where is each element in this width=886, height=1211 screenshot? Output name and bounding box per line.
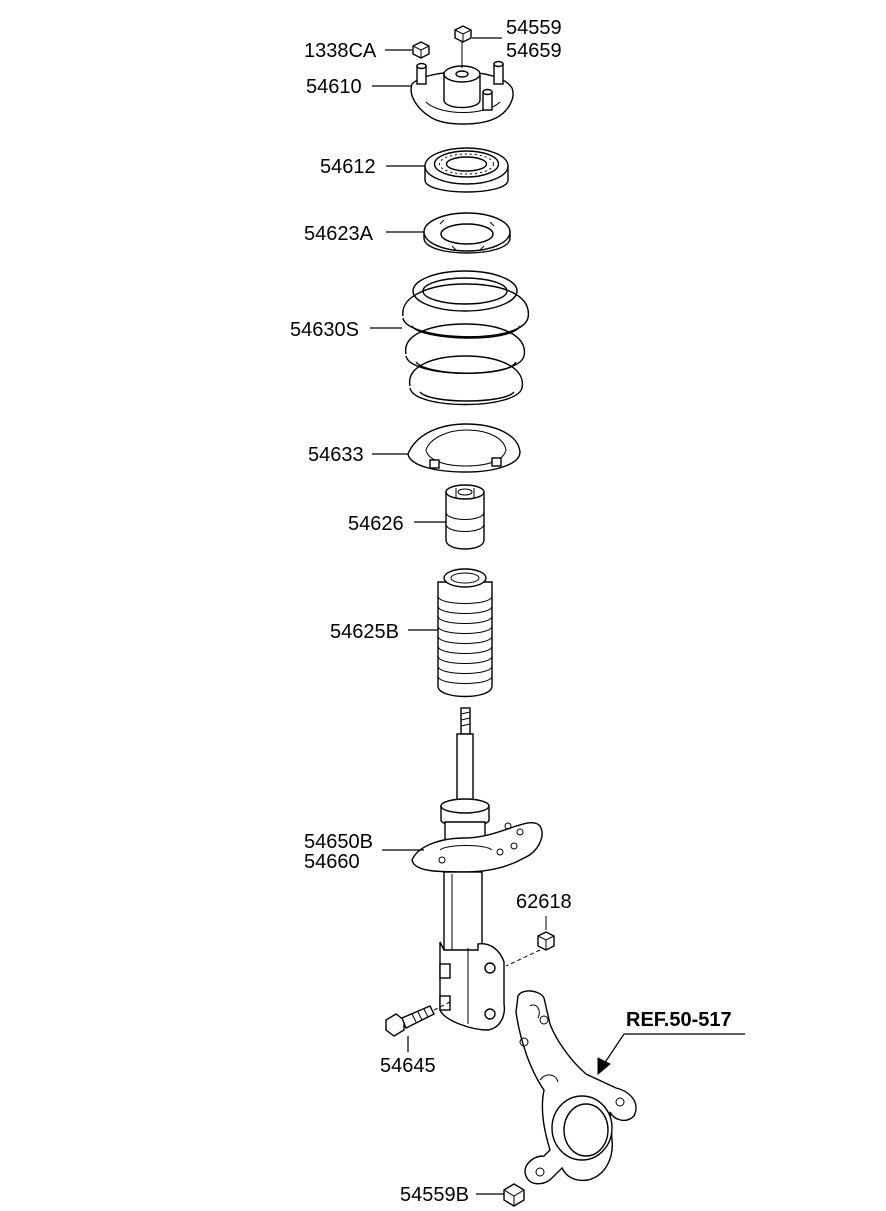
steering-knuckle[interactable] [515,990,637,1185]
label-54559: 54559 [506,17,562,39]
label-54626: 54626 [348,513,404,535]
label-54623A: 54623A [304,223,374,245]
label-54612: 54612 [320,156,376,178]
nut-1338CA[interactable] [412,41,430,59]
label-1338CA: 1338CA [304,40,377,62]
nut-62618[interactable] [505,916,555,967]
label-54625B: 54625B [330,621,399,643]
label-54650B: 54650B [304,831,373,853]
label-54645: 54645 [380,1055,436,1077]
nut-54559[interactable] [454,25,472,43]
label-54659: 54659 [506,40,562,62]
bump-stopper[interactable] [445,484,485,550]
label-54610: 54610 [306,76,362,98]
label-54633: 54633 [308,444,364,466]
coil-spring[interactable] [402,270,529,406]
strut-assembly[interactable] [411,707,543,1031]
spring-lower-pad[interactable] [407,423,521,473]
label-62618: 62618 [516,891,572,913]
label-54559B: 54559B [400,1184,469,1206]
label-54630S: 54630S [290,319,359,341]
bolt-54645[interactable] [385,1001,451,1037]
reference-label[interactable]: REF.50-517 [626,1009,732,1031]
strut-bearing[interactable] [424,147,509,193]
strut-mount[interactable] [410,42,514,125]
nut-54559B[interactable] [503,1183,525,1207]
dust-cover[interactable] [437,568,493,698]
leader-lines [370,37,745,1195]
spring-upper-pad[interactable] [423,212,511,254]
label-54660: 54660 [304,851,360,873]
